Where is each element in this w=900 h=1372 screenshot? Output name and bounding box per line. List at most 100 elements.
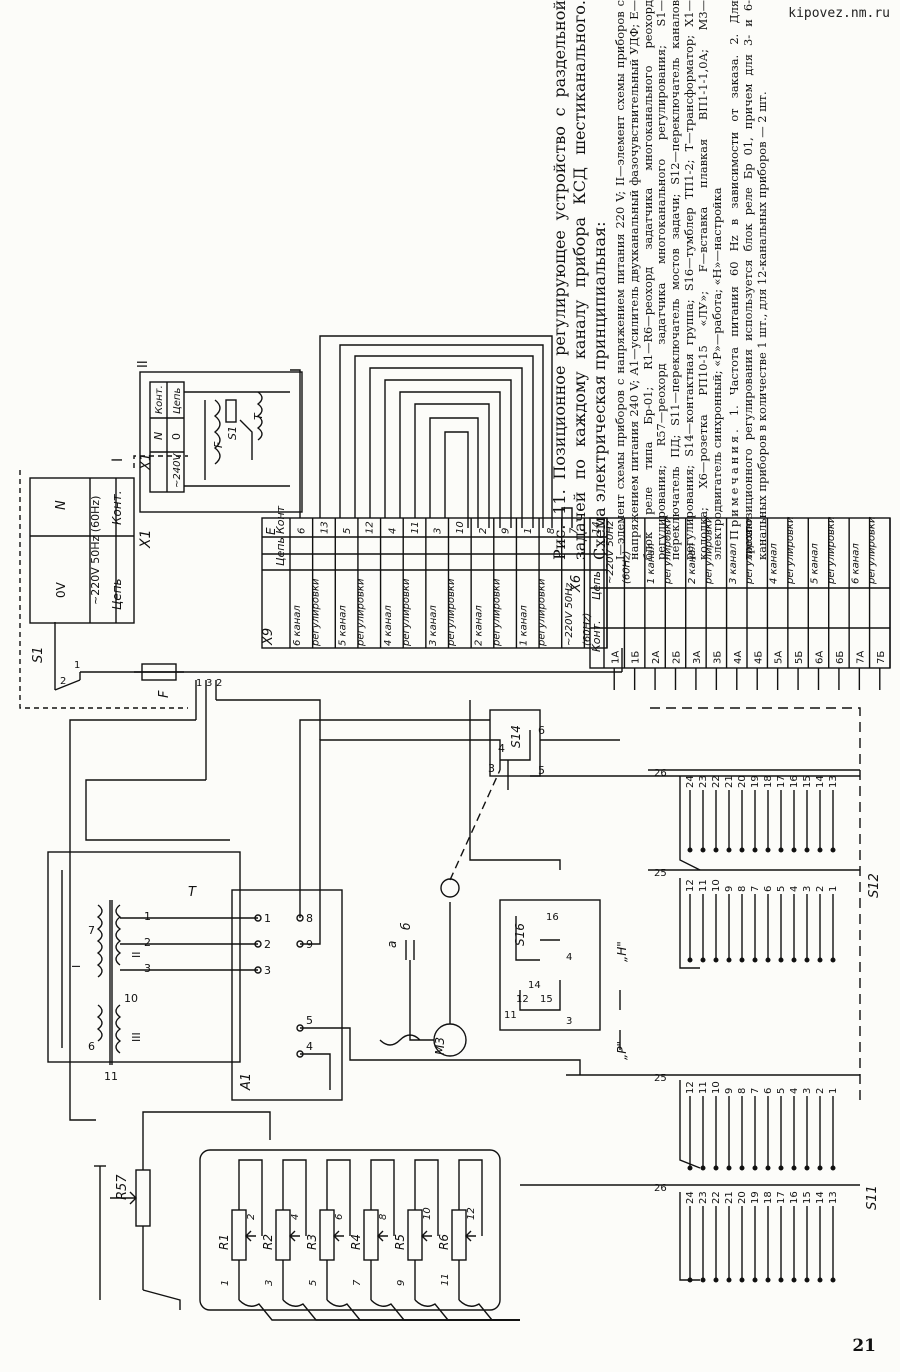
x9-row-cep: 2 канал	[473, 605, 484, 646]
s11-upper-contact	[739, 1165, 745, 1171]
x9-row-kont: 2	[478, 528, 489, 534]
x9-row-cep-cont: регулировки	[401, 578, 412, 647]
s12-upper-pin: 17	[776, 775, 787, 788]
s12-lower-pin: 12	[685, 879, 696, 892]
x6-row-kont: 2А	[651, 651, 662, 664]
s11-lower-contact	[739, 1277, 745, 1283]
a1-pin-5: 5	[306, 1014, 313, 1027]
x9-row-cep-cont: регулировки	[491, 578, 502, 647]
t-pin-10: 10	[124, 992, 138, 1005]
transformer-t: T I II III 1 2 3 6 7 10 11	[47, 851, 258, 1083]
s11-upper-pin: 6	[763, 1088, 774, 1094]
x9-row-cep: 1 канал	[519, 605, 530, 646]
motor-label: М3	[433, 1037, 447, 1055]
s16-pin-3: 3	[566, 1016, 572, 1027]
reohord-return-wire	[326, 1299, 520, 1321]
s12-lower-contact	[817, 957, 823, 963]
s12-upper-contact	[726, 847, 732, 853]
s11-upper-contact	[778, 1165, 784, 1171]
s16-pin-12: 12	[516, 994, 529, 1005]
fuse-pin-b: 3	[206, 678, 212, 689]
x6-row-kont: 6А	[815, 651, 826, 664]
s11-lower-contact	[687, 1277, 693, 1283]
s11-upper-contact	[817, 1165, 823, 1171]
s11-upper-contact	[687, 1165, 693, 1171]
x9-row-kont: 9	[501, 528, 512, 534]
s11-node-25: 25	[654, 1073, 667, 1084]
s16-pin-15: 15	[540, 994, 553, 1005]
x6-row-cep-cont: регулировки	[867, 516, 878, 585]
s11-lower-pin: 16	[789, 1191, 800, 1204]
reohord-wiper	[333, 1230, 344, 1242]
x9-row-cep: 6 канал	[292, 605, 303, 646]
s16-pin-14: 14	[528, 980, 541, 991]
s16-pin-11: 11	[504, 1010, 517, 1021]
reohord-bus	[282, 1159, 307, 1236]
x6-row-cep-cont: регулировки	[662, 516, 673, 585]
x6-row-cep-cont: регулировки	[744, 516, 755, 585]
x9-row-kont: 8	[546, 528, 557, 534]
s12-upper-pin: 15	[802, 775, 813, 788]
s14-pin-6: 6	[538, 724, 545, 737]
reohord-r6-label: R6	[437, 1234, 451, 1250]
s12-lower-pin: 6	[763, 886, 774, 892]
winding-iii-label: III	[130, 1032, 143, 1042]
x1-inset-row1-cep: 0	[170, 433, 183, 440]
switch-s11: S11 25 26	[520, 1073, 880, 1281]
reohord-r1-body	[231, 1209, 247, 1261]
x9-row-cep-cont: (60Hz)	[582, 613, 593, 646]
x1-top-title: Х1	[138, 530, 154, 550]
s11-lower-pin: 22	[711, 1191, 722, 1204]
x1-top-row1-cep: ~220V 50Hz (60Hz)	[89, 496, 102, 605]
s11-lower-pin: 15	[802, 1191, 813, 1204]
fuse-pin-a: 1	[196, 678, 202, 689]
s11-lower-pin: 24	[685, 1191, 696, 1204]
x9-row-kont: 11	[410, 521, 421, 534]
t-pin-6: 6	[88, 1040, 95, 1053]
site-url: kipovez.nm.ru	[788, 6, 890, 21]
x6-row-kont: 6Б	[835, 651, 846, 664]
s11-lower-contact	[817, 1277, 823, 1283]
x1-inset-row2-cep: ~240V	[172, 453, 183, 488]
s12-lower-contact	[804, 957, 810, 963]
x6-row-kont: 3Б	[712, 651, 723, 664]
x1-top-labels: Конт. Цепь ~220V 50Hz (60Hz) N 0V Х1 I	[54, 458, 154, 610]
r57-label: R57	[115, 1174, 130, 1200]
fuse-f: F 1 3 2	[134, 663, 222, 698]
s12-upper-pin: 14	[815, 775, 826, 788]
s11-lower-contact	[726, 1277, 732, 1283]
t-pin-7: 7	[88, 924, 95, 937]
reohord-r6-body	[451, 1209, 467, 1261]
reohord-bus	[326, 1159, 351, 1236]
roman-i-label: I	[110, 458, 126, 462]
x6-table: Х6 Конт. Цепь	[569, 517, 891, 669]
t-pin-1: 1	[144, 910, 151, 923]
s12-lower-pin: 8	[737, 886, 748, 892]
s12-lower-pin: 7	[750, 886, 761, 892]
winding-ii-label: II	[130, 952, 143, 959]
x9-col-cep: Цепь	[274, 537, 287, 566]
x9-row-cep-cont: регулировки	[356, 578, 367, 647]
s12-lower-pin: 3	[802, 886, 813, 892]
x6-row-cep: ~220V 50Hz	[605, 520, 616, 584]
s12-upper-contact	[687, 847, 693, 853]
s12-lower-pin: 1	[828, 886, 839, 892]
s11-upper-pin: 9	[724, 1088, 735, 1094]
t-pin-11: 11	[104, 1070, 118, 1083]
potentiometer-r57: R57	[94, 1111, 271, 1310]
s11-lower-contact	[700, 1277, 706, 1283]
s11-lower-contact	[713, 1277, 719, 1283]
s12-lower-contact	[791, 957, 797, 963]
s12-lower-contact	[765, 957, 771, 963]
a1-pin-1: 1	[264, 912, 271, 925]
s12-upper-contact	[765, 847, 771, 853]
s11-upper-pin: 8	[737, 1088, 748, 1094]
s12-upper-pin: 23	[698, 775, 709, 788]
x6-row-kont: 4А	[733, 651, 744, 664]
reohord-pin-left: 7	[352, 1279, 363, 1286]
x9-row-cep-cont: регулировки	[446, 578, 457, 647]
s12-lower-pin: 5	[776, 886, 787, 892]
